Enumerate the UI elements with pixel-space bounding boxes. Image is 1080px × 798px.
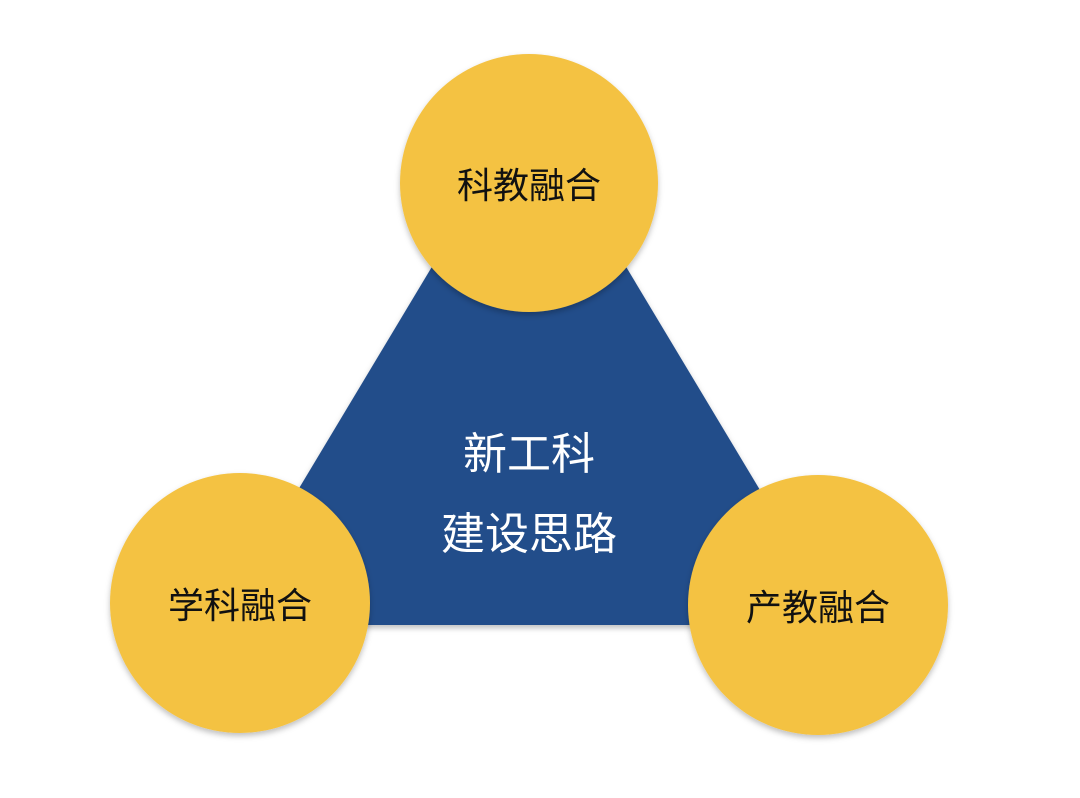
center-triangle bbox=[217, 105, 841, 625]
center-label: 新工科 建设思路 bbox=[441, 415, 617, 575]
node-circle-top bbox=[400, 54, 658, 312]
node-circle-left bbox=[110, 473, 370, 733]
node-circle-right bbox=[688, 475, 948, 735]
center-label-line1: 新工科 bbox=[463, 429, 595, 480]
node-label-top: 科教融合 bbox=[456, 166, 602, 207]
node-label-left: 学科融合 bbox=[167, 586, 313, 627]
center-label-line2: 建设思路 bbox=[441, 509, 617, 560]
node-label-right: 产教融合 bbox=[745, 588, 891, 629]
